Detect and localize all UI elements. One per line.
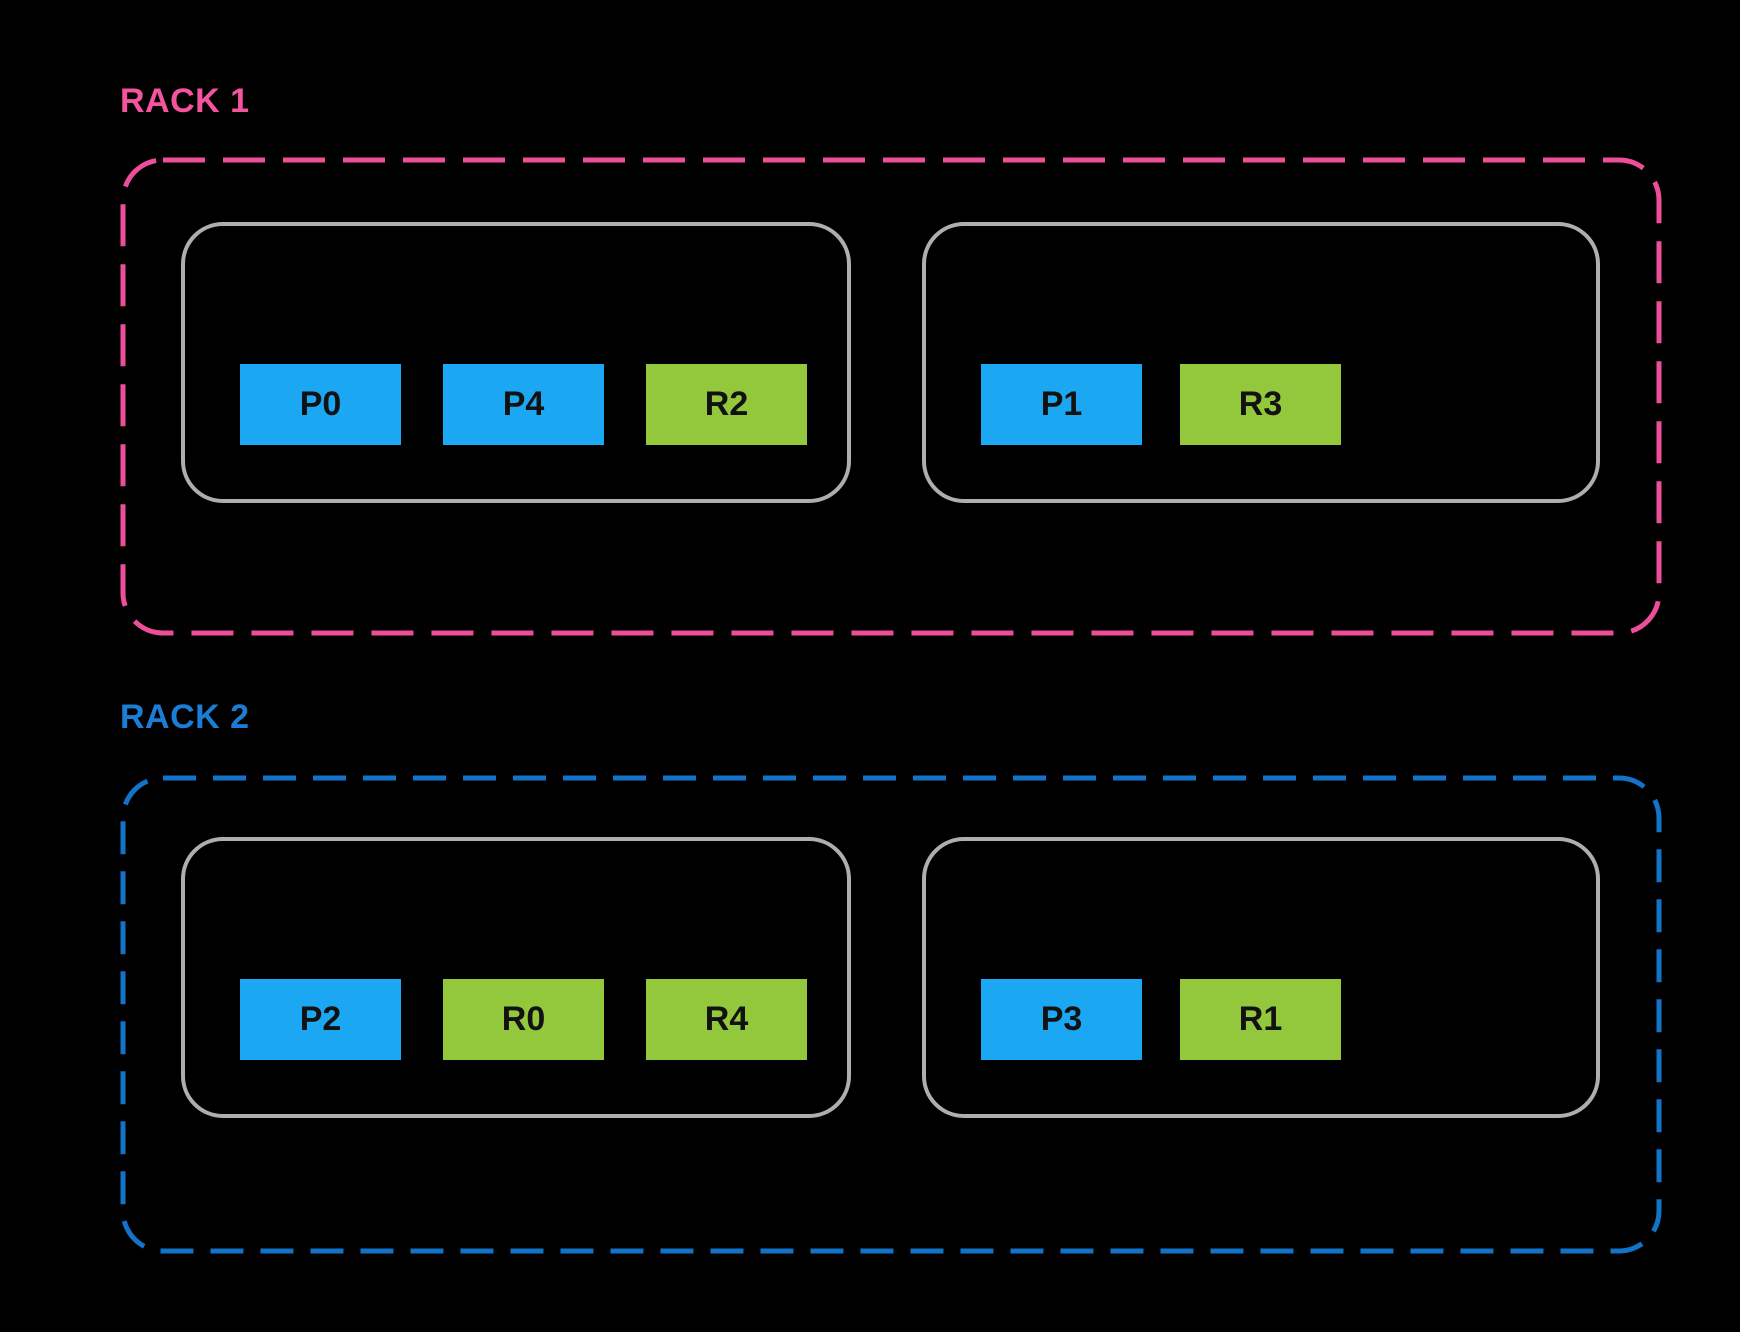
rack-2-label: RACK 2 [120,698,250,736]
slot-p2: P2 [240,979,401,1060]
slot-r3: R3 [1180,364,1341,445]
rack-1-boundary [120,157,1662,636]
rack-2-boundary [120,775,1662,1254]
slot-r1: R1 [1180,979,1341,1060]
slot-r4: R4 [646,979,807,1060]
rack-2-boundary-rect [120,775,1662,1254]
slot-p0: P0 [240,364,401,445]
rack-1-label: RACK 1 [120,82,250,120]
rack-1-boundary-rect [120,157,1662,636]
rack-2-node-2: P3 R1 [922,837,1600,1118]
rack-1-node-1: P0 P4 R2 [181,222,851,503]
slot-r0: R0 [443,979,604,1060]
slot-p4: P4 [443,364,604,445]
slot-r2: R2 [646,364,807,445]
rack-2-node-1: P2 R0 R4 [181,837,851,1118]
slot-p3: P3 [981,979,1142,1060]
slot-p1: P1 [981,364,1142,445]
rack-1-node-2: P1 R3 [922,222,1600,503]
